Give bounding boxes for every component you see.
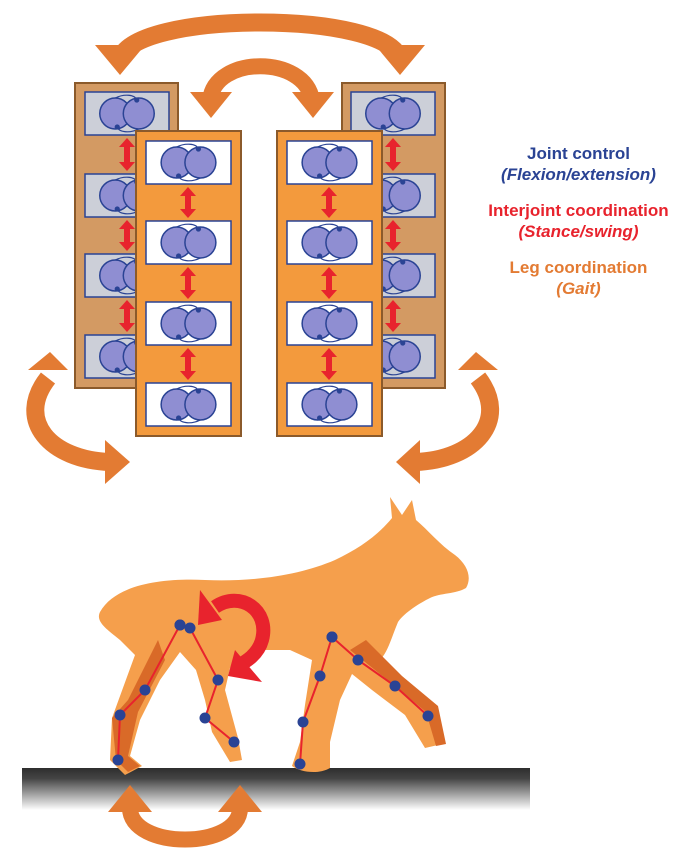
neuron-icon: [325, 388, 358, 421]
cpg-module: [145, 382, 232, 427]
ground: [22, 768, 530, 810]
joint-icon: [114, 709, 126, 721]
neuron-icon: [184, 307, 217, 340]
right-side-arrow: [396, 352, 499, 484]
cpg-module: [145, 140, 232, 185]
cpg-module: [286, 301, 373, 346]
joint-icon: [199, 712, 211, 724]
joint-icon: [212, 674, 224, 686]
top-outer-arch-arrow: [95, 13, 425, 75]
joint-icon: [297, 716, 309, 728]
neuron-icon: [325, 146, 358, 179]
bottom-cycle-arrow: [108, 785, 262, 848]
neuron-icon: [122, 97, 155, 130]
joint-icon: [352, 654, 364, 666]
interjoint-arrow-icon: [321, 267, 337, 299]
cpg-module: [145, 301, 232, 346]
interjoint-arrow-icon: [385, 300, 401, 332]
cpg-module: [84, 91, 170, 136]
joint-icon: [139, 684, 151, 696]
interjoint-arrow-icon: [119, 300, 135, 332]
neuron-icon: [325, 307, 358, 340]
legend-leg-coordination: Leg coordination (Gait): [462, 257, 695, 299]
top-inner-arch-arrow: [190, 58, 334, 118]
interjoint-arrow-icon: [180, 267, 196, 299]
legend-interjoint-subtitle: (Stance/swing): [518, 222, 639, 241]
joint-icon: [174, 619, 186, 631]
cpg-module: [286, 382, 373, 427]
neuron-icon: [184, 146, 217, 179]
legend-joint-control-subtitle: (Flexion/extension): [501, 165, 656, 184]
interjoint-arrow-icon: [385, 138, 401, 171]
joint-icon: [112, 754, 124, 766]
joint-icon: [184, 622, 196, 634]
interjoint-arrow-icon: [119, 220, 135, 251]
cpg-module: [350, 91, 436, 136]
leg-joints: [112, 619, 434, 770]
dog-silhouette: [98, 497, 469, 775]
legend-interjoint-coordination: Interjoint coordination (Stance/swing): [462, 200, 695, 242]
interjoint-arrow-icon: [321, 187, 337, 218]
joint-icon: [294, 758, 306, 770]
neuron-icon: [388, 179, 421, 212]
neuron-icon: [388, 259, 421, 292]
interjoint-arrow-icon: [180, 187, 196, 218]
far-legs: [112, 640, 446, 772]
legend-leg-title: Leg coordination: [509, 258, 648, 277]
legend-joint-control-title: Joint control: [527, 144, 630, 163]
cpg-module: [286, 140, 373, 185]
joint-icon: [422, 710, 434, 722]
interjoint-arrow-icon: [180, 348, 196, 380]
legend-joint-control: Joint control (Flexion/extension): [462, 143, 695, 185]
neuron-icon: [388, 340, 421, 373]
joint-icon: [326, 631, 338, 643]
cpg-module: [145, 220, 232, 265]
legend-interjoint-title: Interjoint coordination: [488, 201, 669, 220]
neuron-icon: [184, 226, 217, 259]
hip-rotation-arrow-icon: [198, 590, 271, 682]
joint-icon: [314, 670, 326, 682]
interjoint-arrow-icon: [385, 220, 401, 251]
neuron-icon: [184, 388, 217, 421]
interjoint-arrow-icon: [119, 138, 135, 171]
joint-icon: [389, 680, 401, 692]
cpg-module: [286, 220, 373, 265]
neuron-icon: [388, 97, 421, 130]
interjoint-arrow-icon: [321, 348, 337, 380]
neuron-icon: [325, 226, 358, 259]
legend-leg-subtitle: (Gait): [556, 279, 601, 298]
left-side-arrow: [26, 352, 130, 484]
joint-icon: [228, 736, 240, 748]
